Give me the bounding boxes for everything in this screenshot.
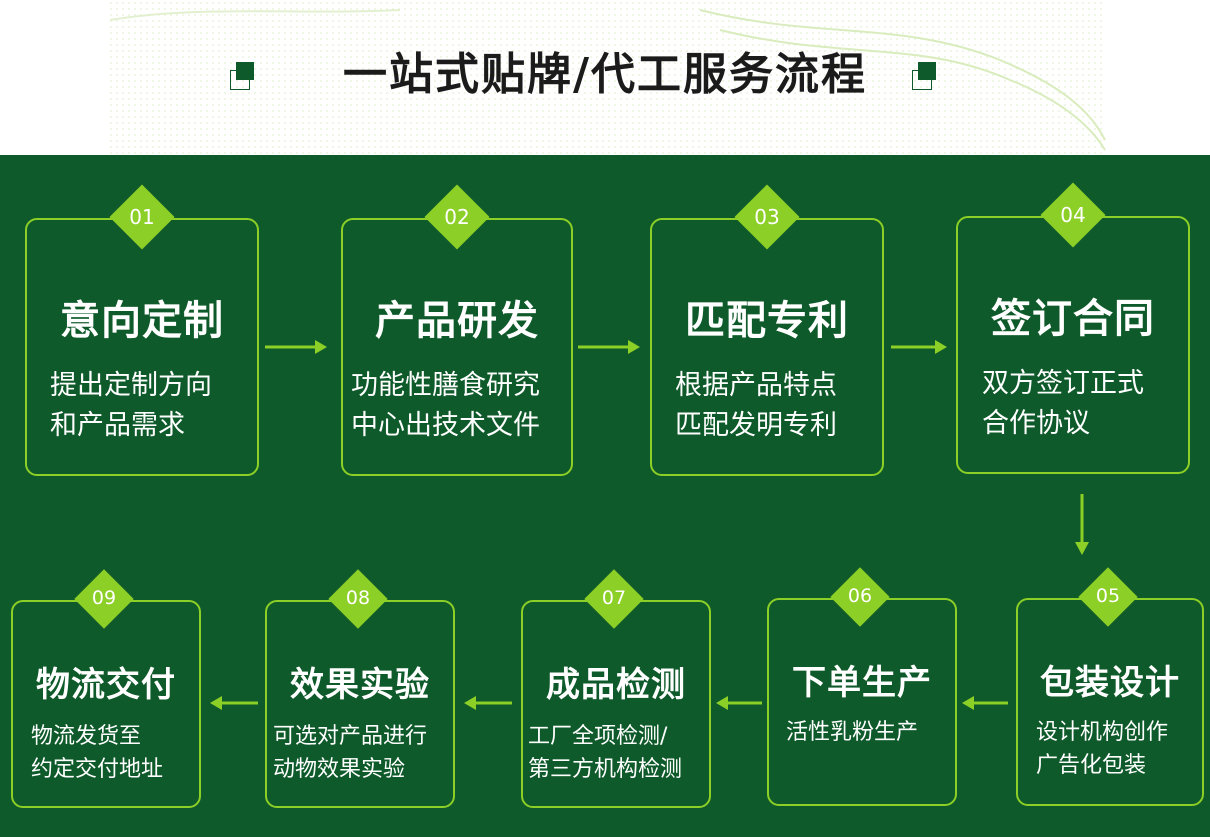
step-desc-01-line-2: 和产品需求 [50, 410, 185, 441]
step-desc-07: 工厂全项检测/ 第三方机构检测 [528, 720, 682, 786]
arrow-left-icon [464, 696, 512, 710]
page-title: 一站式贴牌/代工服务流程 [342, 49, 868, 100]
step-number-07: 07 [601, 587, 627, 609]
step-desc-05-line-2: 广告化包装 [1036, 753, 1147, 778]
step-desc-02: 功能性膳食研究 中心出技术文件 [351, 366, 540, 446]
step-desc-08-line-2: 动物效果实验 [273, 757, 406, 782]
step-title-01: 意向定制 [60, 298, 224, 344]
flow-panel [0, 155, 1210, 837]
step-desc-05: 设计机构创作 广告化包装 [1036, 716, 1168, 782]
step-desc-09-line-2: 约定交付地址 [31, 757, 164, 782]
step-desc-07-line-2: 第三方机构检测 [528, 757, 683, 782]
step-title-02: 产品研发 [375, 298, 539, 344]
title-left-square-icon [230, 62, 260, 92]
step-number-05: 05 [1095, 585, 1121, 607]
step-desc-01-line-1: 提出定制方向 [50, 370, 212, 401]
step-desc-01: 提出定制方向 和产品需求 [50, 366, 212, 446]
step-desc-06: 活性乳粉生产 [786, 716, 918, 749]
step-title-05: 包装设计 [1040, 663, 1180, 703]
arrow-left-icon [962, 696, 1008, 710]
step-desc-07-line-1: 工厂全项检测/ [528, 724, 668, 749]
step-title-07: 成品检测 [546, 665, 686, 705]
step-number-04: 04 [1060, 203, 1086, 227]
wave-pattern-decoration [109, 0, 1106, 157]
step-desc-06-line-1: 活性乳粉生产 [786, 720, 919, 745]
arrow-right-icon [578, 340, 640, 354]
step-desc-03-line-2: 匹配发明专利 [675, 410, 837, 441]
step-desc-09-line-1: 物流发货至 [31, 724, 142, 749]
header-banner: 一站式贴牌/代工服务流程 [0, 0, 1210, 157]
step-number-08: 08 [345, 587, 371, 609]
step-number-01: 01 [129, 205, 155, 229]
step-desc-08: 可选对产品进行 动物效果实验 [273, 720, 427, 786]
step-desc-08-line-1: 可选对产品进行 [273, 724, 428, 749]
arrow-down-icon [1075, 494, 1089, 555]
step-desc-02-line-2: 中心出技术文件 [351, 410, 540, 441]
step-desc-05-line-1: 设计机构创作 [1036, 720, 1169, 745]
step-number-02: 02 [444, 205, 470, 229]
arrow-left-icon [210, 696, 258, 710]
step-title-04: 签订合同 [991, 296, 1155, 342]
step-desc-09: 物流发货至 约定交付地址 [31, 720, 163, 786]
step-desc-04-line-2: 合作协议 [982, 408, 1090, 439]
arrow-right-icon [265, 340, 327, 354]
arrow-right-icon [891, 340, 947, 354]
title-right-square-icon [912, 62, 942, 92]
step-title-06: 下单生产 [792, 663, 932, 703]
step-desc-03-line-1: 根据产品特点 [675, 370, 837, 401]
step-desc-04-line-1: 双方签订正式 [982, 368, 1144, 399]
step-title-03: 匹配专利 [685, 298, 849, 344]
step-title-08: 效果实验 [290, 665, 430, 705]
arrow-left-icon [716, 696, 762, 710]
step-desc-02-line-1: 功能性膳食研究 [351, 370, 540, 401]
step-number-09: 09 [91, 587, 117, 609]
step-desc-03: 根据产品特点 匹配发明专利 [675, 366, 837, 446]
step-number-06: 06 [847, 585, 873, 607]
step-desc-04: 双方签订正式 合作协议 [982, 364, 1144, 444]
step-number-03: 03 [754, 205, 780, 229]
step-title-09: 物流交付 [36, 665, 176, 705]
